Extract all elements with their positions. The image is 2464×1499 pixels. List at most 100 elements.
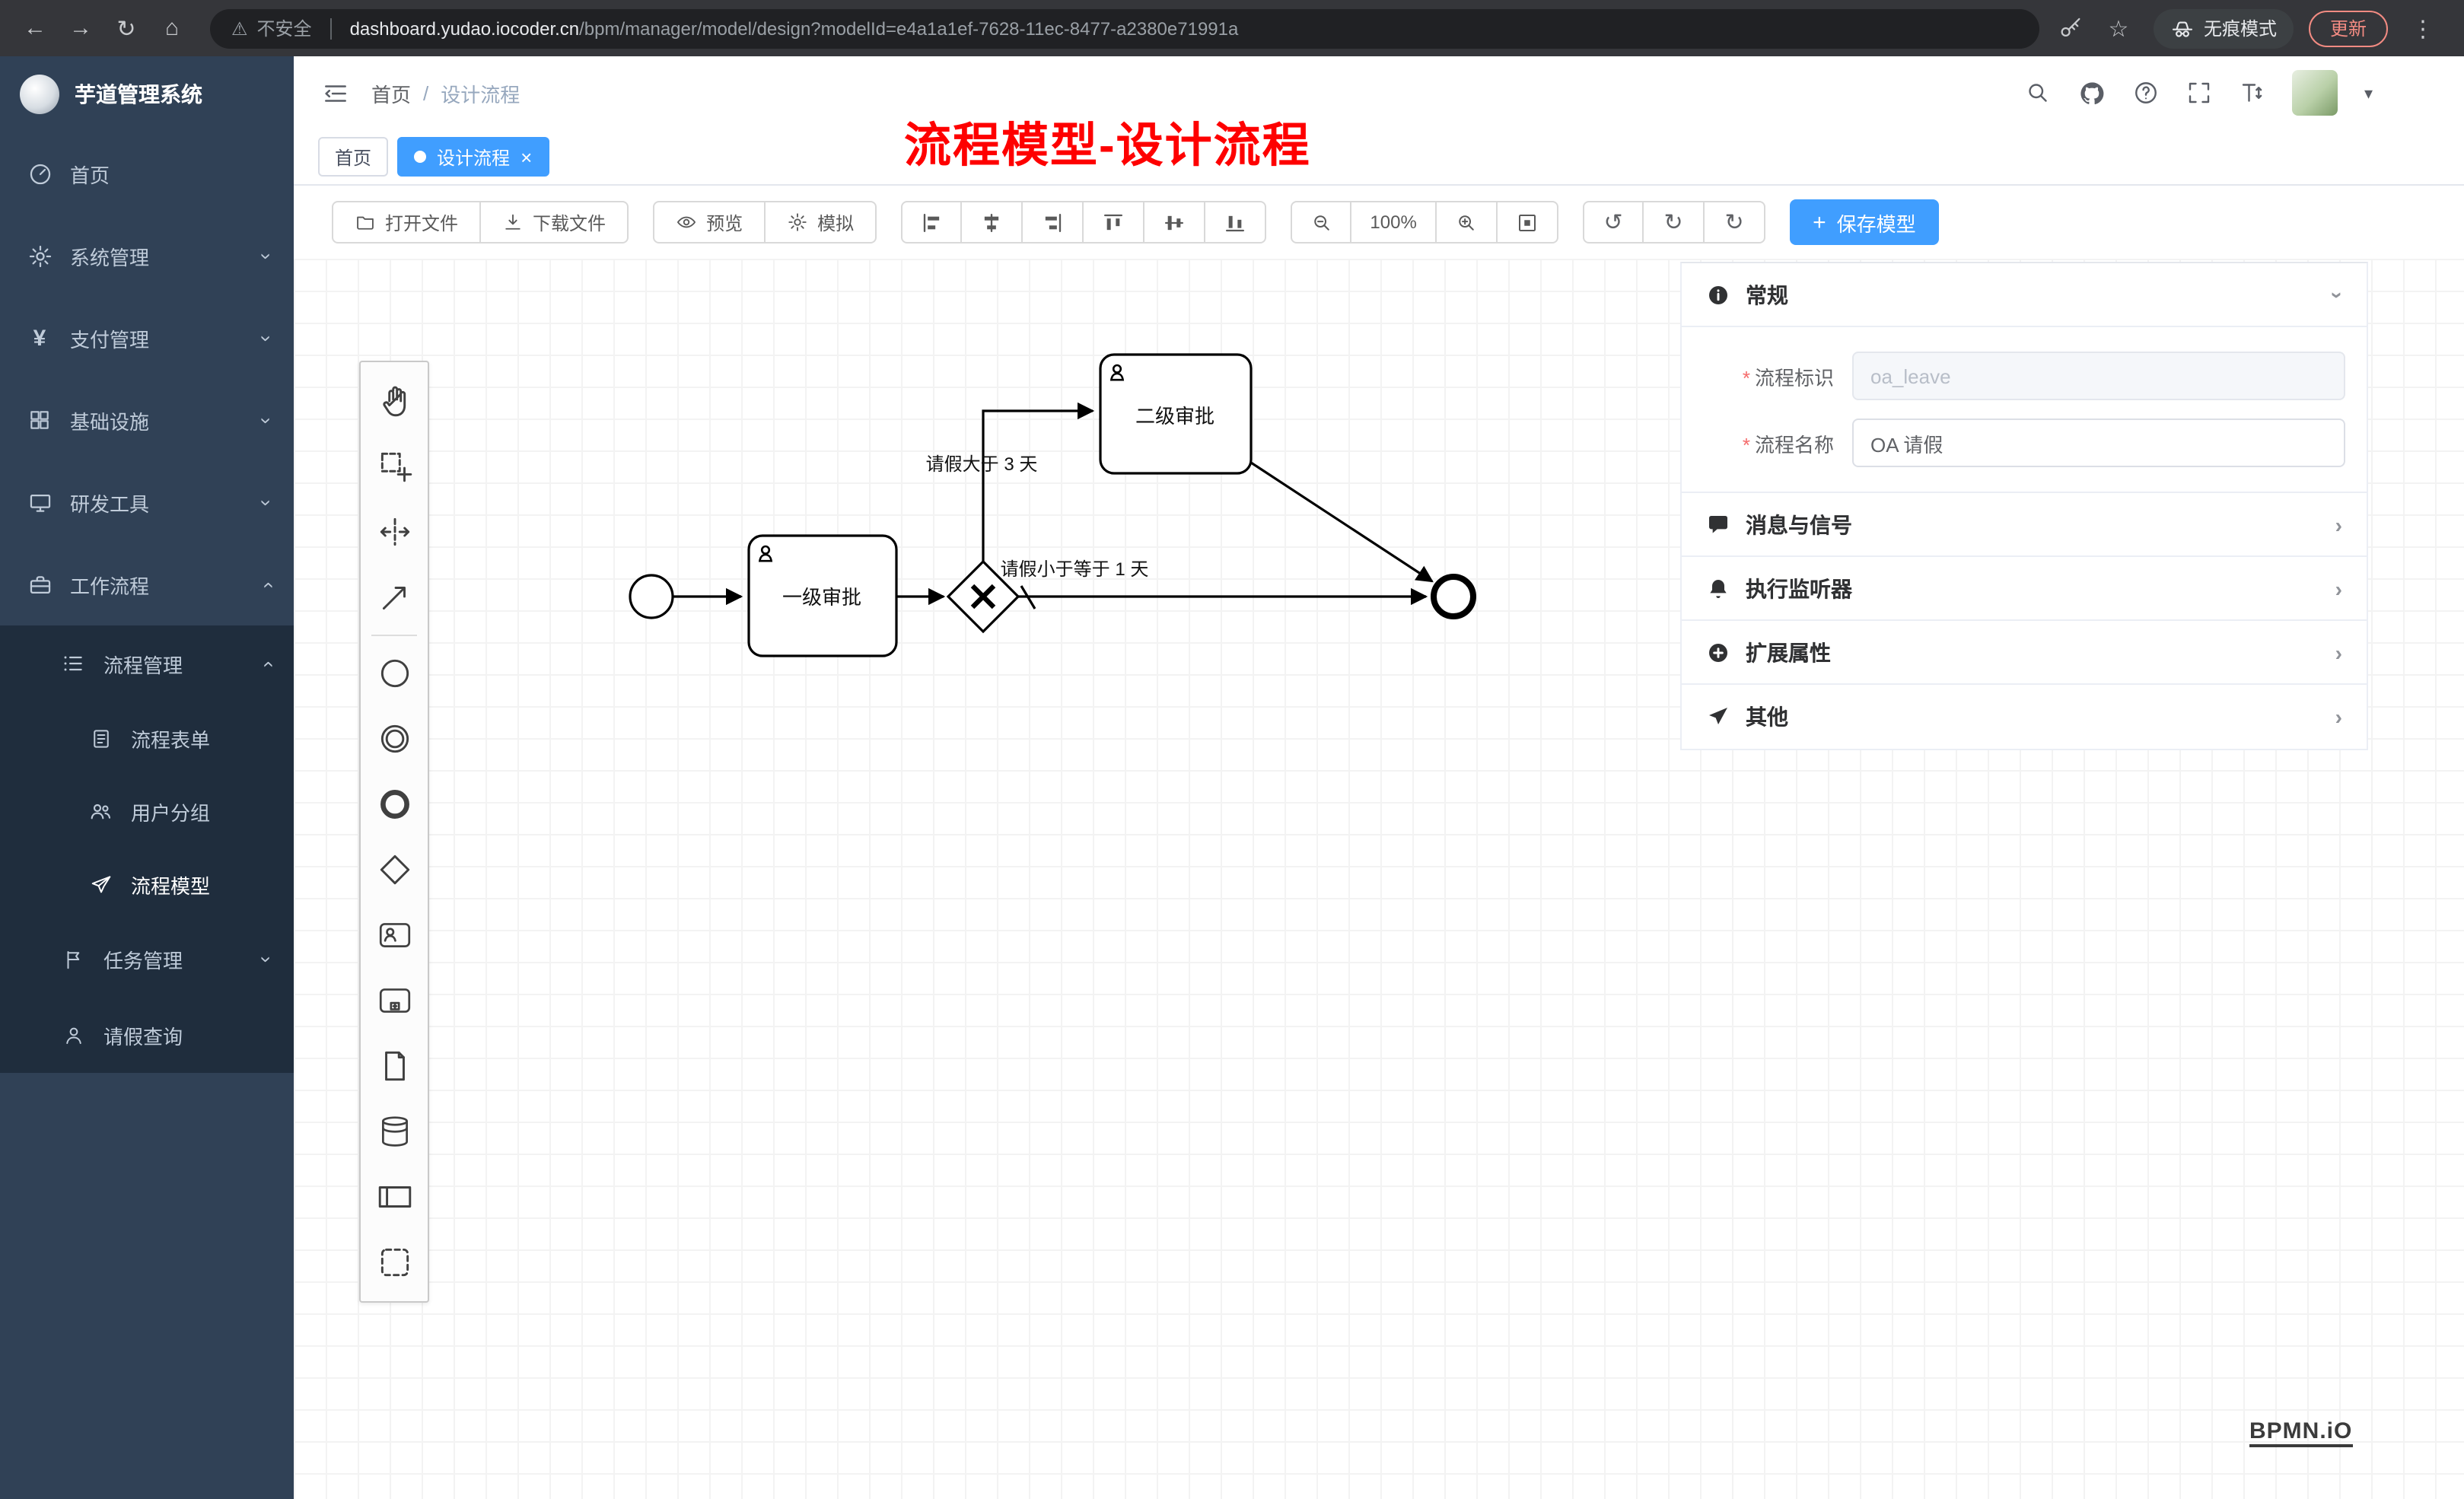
task-second-approval[interactable]: 二级审批 xyxy=(1099,353,1253,475)
section-messages-signals[interactable]: 消息与信号 › xyxy=(1682,493,2367,557)
global-connect-tool-icon[interactable] xyxy=(364,565,425,630)
preview-button[interactable]: 预览 xyxy=(653,201,766,243)
start-event[interactable] xyxy=(629,574,674,619)
redo-button[interactable]: ↻ xyxy=(1644,201,1705,243)
bpmn-canvas[interactable]: 一级审批 二级审批 xyxy=(294,259,2464,1499)
condition-label-le[interactable]: 请假小于等于 1 天 xyxy=(1001,559,1149,580)
flow-gateway-to-task2[interactable] xyxy=(982,402,1095,562)
sidebar-item-infra[interactable]: 基础设施 › xyxy=(0,379,294,461)
not-secure-warning-icon: ⚠ xyxy=(231,18,248,39)
create-data-store-icon[interactable] xyxy=(364,1099,425,1164)
sidebar-item-process-management[interactable]: 流程管理 › xyxy=(0,625,294,702)
sidebar-item-leave-query[interactable]: 请假查询 xyxy=(0,997,294,1073)
align-top-button[interactable] xyxy=(1084,201,1145,243)
help-icon[interactable] xyxy=(2133,79,2160,107)
sidebar-item-user-group[interactable]: 用户分组 xyxy=(0,775,294,848)
breadcrumb-current: 设计流程 xyxy=(441,83,520,106)
align-left-button[interactable] xyxy=(901,201,963,243)
sidebar-item-process-model[interactable]: 流程模型 xyxy=(0,848,294,921)
create-end-event-icon[interactable] xyxy=(364,772,425,837)
sidebar-collapse-icon[interactable] xyxy=(321,78,350,107)
chevron-down-icon: › xyxy=(2326,291,2351,298)
align-center-button[interactable] xyxy=(962,201,1023,243)
align-bottom-button[interactable] xyxy=(1205,201,1267,243)
sidebar-item-task-management[interactable]: 任务管理 › xyxy=(0,921,294,997)
chevron-right-icon: › xyxy=(2335,705,2342,729)
avatar-caret-icon[interactable]: ▾ xyxy=(2364,84,2373,103)
create-subprocess-icon[interactable] xyxy=(364,968,425,1033)
form-icon xyxy=(85,727,116,750)
sidebar-item-home[interactable]: 首页 xyxy=(0,132,294,215)
hand-tool-icon[interactable] xyxy=(364,368,425,434)
process-key-input[interactable] xyxy=(1852,352,2345,400)
section-execution-listeners[interactable]: 执行监听器 › xyxy=(1682,557,2367,621)
simulate-button[interactable]: 模拟 xyxy=(766,201,877,243)
folder-icon xyxy=(357,216,374,230)
breadcrumb-separator: / xyxy=(423,81,429,104)
process-name-input[interactable] xyxy=(1852,419,2345,467)
undo-button[interactable]: ↺ xyxy=(1583,201,1644,243)
chevron-down-icon: › xyxy=(254,334,278,342)
zoom-fit-button[interactable] xyxy=(1498,201,1559,243)
space-tool-icon[interactable] xyxy=(364,499,425,565)
monitor-icon xyxy=(24,489,55,515)
sidebar-item-payment[interactable]: ¥ 支付管理 › xyxy=(0,297,294,379)
task-first-approval[interactable]: 一级审批 xyxy=(747,534,898,657)
sidebar-item-devtools[interactable]: 研发工具 › xyxy=(0,461,294,543)
flow-task2-to-end[interactable] xyxy=(1250,461,1434,583)
reset-button[interactable]: ↻ xyxy=(1705,201,1766,243)
section-general[interactable]: 常规 › xyxy=(1682,263,2367,327)
tab-home[interactable]: 首页 xyxy=(318,137,389,177)
dashboard-icon xyxy=(24,161,55,186)
section-extended-properties[interactable]: 扩展属性 › xyxy=(1682,621,2367,685)
chevron-up-icon: › xyxy=(254,660,278,667)
list-icon xyxy=(58,651,88,676)
breadcrumb-home[interactable]: 首页 xyxy=(371,83,412,106)
create-gateway-icon[interactable] xyxy=(364,837,425,902)
forward-icon[interactable]: → xyxy=(69,15,92,41)
align-bottom-icon xyxy=(1226,215,1245,231)
key-icon[interactable] xyxy=(2058,15,2084,41)
github-icon[interactable] xyxy=(2078,78,2107,107)
search-icon[interactable] xyxy=(2025,79,2052,107)
user-avatar[interactable] xyxy=(2292,70,2338,116)
create-group-icon[interactable] xyxy=(364,1230,425,1295)
lasso-tool-icon[interactable] xyxy=(364,434,425,499)
zoom-out-icon xyxy=(1313,215,1329,230)
exclusive-gateway[interactable] xyxy=(946,559,1020,634)
open-file-button[interactable]: 打开文件 xyxy=(332,201,482,243)
browser-menu-icon[interactable]: ⋮ xyxy=(2411,16,2434,42)
bookmark-star-icon[interactable]: ☆ xyxy=(2108,16,2129,42)
tab-design-process[interactable]: 设计流程 × xyxy=(397,137,549,177)
update-button[interactable]: 更新 xyxy=(2308,10,2388,46)
fullscreen-icon[interactable] xyxy=(2186,79,2214,107)
reload-icon[interactable]: ↻ xyxy=(116,16,136,42)
sidebar-item-system[interactable]: 系统管理 › xyxy=(0,215,294,297)
align-middle-button[interactable] xyxy=(1144,201,1206,243)
create-start-event-icon[interactable] xyxy=(364,641,425,706)
end-event[interactable] xyxy=(1431,574,1476,619)
create-data-object-icon[interactable] xyxy=(364,1033,425,1099)
back-icon[interactable]: ← xyxy=(24,15,46,41)
download-file-button[interactable]: 下载文件 xyxy=(481,201,629,243)
zoom-level[interactable]: 100% xyxy=(1351,201,1437,243)
align-right-button[interactable] xyxy=(1023,201,1084,243)
sidebar-item-workflow[interactable]: 工作流程 › xyxy=(0,543,294,625)
zoom-out-button[interactable] xyxy=(1291,201,1352,243)
url-divider xyxy=(329,18,332,39)
zoom-in-button[interactable] xyxy=(1437,201,1498,243)
sidebar-item-process-form[interactable]: 流程表单 xyxy=(0,702,294,775)
align-top-icon xyxy=(1104,213,1123,230)
tab-close-icon[interactable]: × xyxy=(520,145,533,168)
zoom-in-icon xyxy=(1459,215,1474,230)
font-size-icon[interactable] xyxy=(2240,79,2267,107)
home-icon[interactable]: ⌂ xyxy=(164,15,180,41)
save-model-button[interactable]: + 保存模型 xyxy=(1790,199,1939,245)
condition-label-gt[interactable]: 请假大于 3 天 xyxy=(926,454,1038,475)
bpmn-io-watermark[interactable]: BPMN.iO xyxy=(2249,1418,2353,1447)
address-bar[interactable]: ⚠ 不安全 dashboard.yudao.iocoder.cn/bpm/man… xyxy=(210,8,2039,48)
create-user-task-icon[interactable] xyxy=(364,902,425,968)
create-intermediate-event-icon[interactable] xyxy=(364,706,425,772)
create-participant-icon[interactable] xyxy=(364,1164,425,1230)
section-other[interactable]: 其他 › xyxy=(1682,685,2367,749)
